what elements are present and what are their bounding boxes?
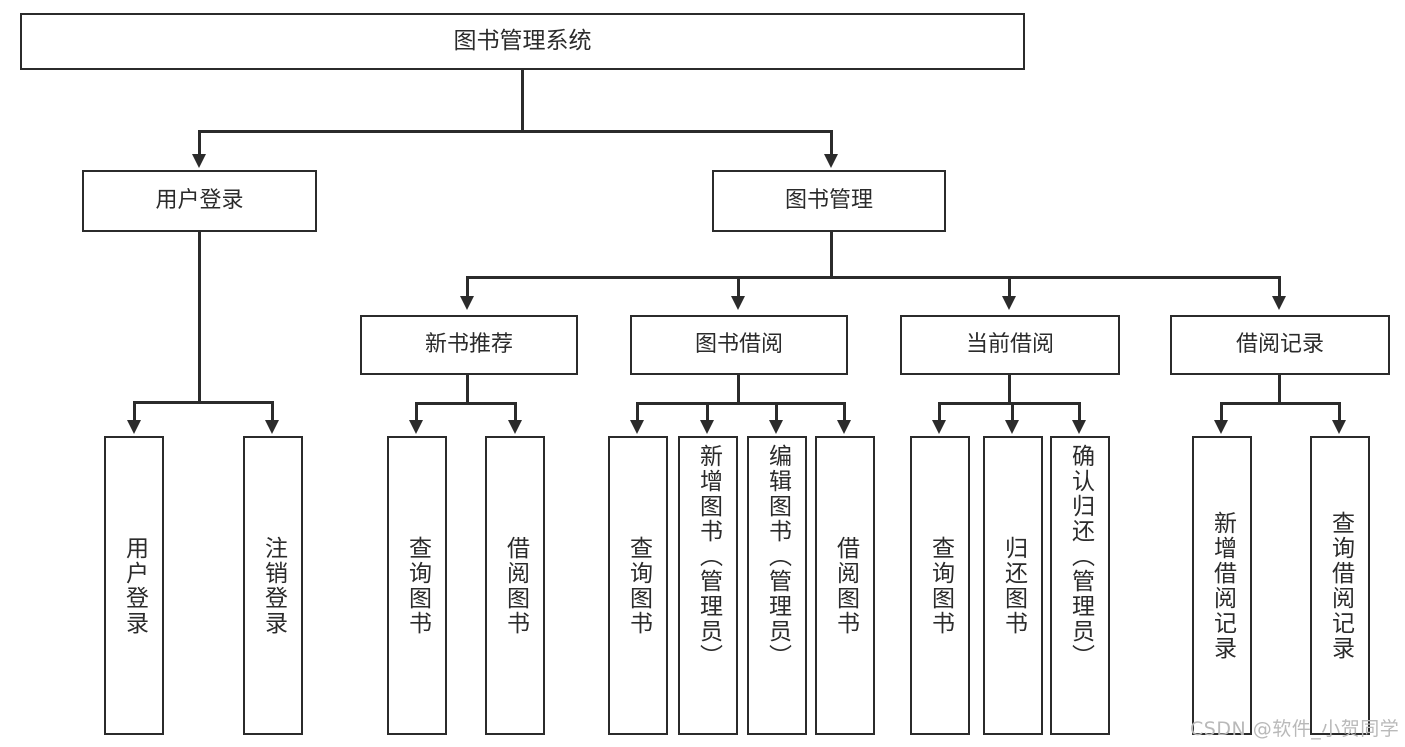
arrow-root-to-user-login (192, 154, 206, 168)
connector-borrow-trunk (737, 375, 740, 402)
node-book-management-label: 图书管理 (784, 188, 873, 214)
arrow-borrow-to-leaf4 (837, 420, 851, 434)
connector-borrow-to-leaf3 (775, 402, 778, 421)
leaf-query-books-new[interactable]: 查询图书 (387, 436, 447, 735)
connector-book-mgmt-to-borrow (737, 276, 740, 297)
connector-borrow-to-leaf2 (706, 402, 709, 421)
connector-current-to-leaf1 (938, 402, 941, 421)
arrow-book-mgmt-to-records (1272, 296, 1286, 310)
arrow-borrow-to-leaf3 (769, 420, 783, 434)
leaf-query-books-new-label: 查询图书 (404, 535, 431, 636)
leaf-edit-book-admin-label: 编辑图书（管理员） (764, 444, 791, 669)
connector-records-to-leaf1 (1220, 402, 1223, 421)
node-book-management[interactable]: 图书管理 (712, 170, 946, 232)
arrow-borrow-to-leaf2 (700, 420, 714, 434)
node-book-borrow-label: 图书借阅 (694, 332, 783, 358)
connector-records-bus (1220, 402, 1340, 405)
node-borrow-records[interactable]: 借阅记录 (1170, 315, 1390, 375)
arrow-new-books-to-leaf2 (508, 420, 522, 434)
leaf-edit-book-admin[interactable]: 编辑图书（管理员） (747, 436, 807, 735)
leaf-query-books-current[interactable]: 查询图书 (910, 436, 970, 735)
arrow-records-to-leaf1 (1214, 420, 1228, 434)
connector-borrow-to-leaf1 (636, 402, 639, 421)
leaf-confirm-return-admin-label: 确认归还（管理员） (1067, 444, 1094, 669)
node-book-borrow[interactable]: 图书借阅 (630, 315, 848, 375)
node-current-borrow[interactable]: 当前借阅 (900, 315, 1120, 375)
leaf-query-books-borrow[interactable]: 查询图书 (608, 436, 668, 735)
leaf-borrow-books-new[interactable]: 借阅图书 (485, 436, 545, 735)
connector-root-to-user-login (198, 130, 201, 156)
connector-records-trunk (1278, 375, 1281, 402)
arrow-new-books-to-leaf1 (409, 420, 423, 434)
leaf-confirm-return-admin[interactable]: 确认归还（管理员） (1050, 436, 1110, 735)
arrow-user-login-to-leaf2 (265, 420, 279, 434)
node-user-login[interactable]: 用户登录 (82, 170, 317, 232)
connector-current-trunk (1008, 375, 1011, 402)
arrow-root-to-book-mgmt (824, 154, 838, 168)
connector-current-bus (938, 402, 1080, 405)
leaf-user-login[interactable]: 用户登录 (104, 436, 164, 735)
arrow-book-mgmt-to-new-books (460, 296, 474, 310)
connector-book-mgmt-bus (466, 276, 1280, 279)
connector-user-login-bus (133, 401, 273, 404)
connector-book-mgmt-trunk (830, 232, 833, 276)
node-root-label: 图书管理系统 (453, 28, 592, 55)
node-new-book-recommend[interactable]: 新书推荐 (360, 315, 578, 375)
arrow-current-to-leaf3 (1072, 420, 1086, 434)
connector-borrow-bus (636, 402, 845, 405)
leaf-add-borrow-record[interactable]: 新增借阅记录 (1192, 436, 1252, 735)
leaf-return-book[interactable]: 归还图书 (983, 436, 1043, 735)
leaf-add-borrow-record-label: 新增借阅记录 (1209, 510, 1236, 661)
leaf-borrow-books-new-label: 借阅图书 (502, 535, 529, 636)
arrow-book-mgmt-to-current (1002, 296, 1016, 310)
arrow-user-login-to-leaf1 (127, 420, 141, 434)
arrow-book-mgmt-to-borrow (731, 296, 745, 310)
connector-new-books-bus (415, 402, 517, 405)
connector-current-to-leaf2 (1011, 402, 1014, 421)
leaf-add-book-admin[interactable]: 新增图书（管理员） (678, 436, 738, 735)
leaf-query-books-borrow-label: 查询图书 (625, 535, 652, 636)
connector-borrow-to-leaf4 (843, 402, 846, 421)
leaf-borrow-book-label: 借阅图书 (832, 535, 859, 636)
connector-root-bus (198, 130, 832, 133)
arrow-records-to-leaf2 (1332, 420, 1346, 434)
connector-root-trunk (521, 70, 524, 130)
leaf-return-book-label: 归还图书 (1000, 535, 1027, 636)
leaf-query-borrow-record-label: 查询借阅记录 (1327, 510, 1354, 661)
node-root-system[interactable]: 图书管理系统 (20, 13, 1025, 70)
leaf-add-book-admin-label: 新增图书（管理员） (695, 444, 722, 669)
node-current-borrow-label: 当前借阅 (965, 332, 1054, 358)
node-borrow-records-label: 借阅记录 (1235, 332, 1324, 358)
connector-records-to-leaf2 (1338, 402, 1341, 421)
connector-current-to-leaf3 (1078, 402, 1081, 421)
node-new-book-recommend-label: 新书推荐 (424, 332, 513, 358)
leaf-borrow-book[interactable]: 借阅图书 (815, 436, 875, 735)
leaf-user-logout-label: 注销登录 (260, 535, 287, 636)
arrow-borrow-to-leaf1 (630, 420, 644, 434)
leaf-query-borrow-record[interactable]: 查询借阅记录 (1310, 436, 1370, 735)
arrow-current-to-leaf2 (1005, 420, 1019, 434)
leaf-user-login-label: 用户登录 (121, 535, 148, 636)
connector-user-login-to-leaf2 (271, 401, 274, 421)
csdn-watermark: CSDN @软件_小贺同学 (1190, 718, 1400, 740)
connector-root-to-book-mgmt (830, 130, 833, 156)
leaf-query-books-current-label: 查询图书 (927, 535, 954, 636)
arrow-current-to-leaf1 (932, 420, 946, 434)
connector-new-books-trunk (466, 375, 469, 402)
connector-user-login-to-leaf1 (133, 401, 136, 421)
connector-book-mgmt-to-current (1008, 276, 1011, 297)
connector-new-books-to-leaf1 (415, 402, 418, 421)
connector-book-mgmt-to-new-books (466, 276, 469, 297)
connector-user-login-trunk (198, 232, 201, 401)
connector-book-mgmt-to-records (1278, 276, 1281, 297)
leaf-user-logout[interactable]: 注销登录 (243, 436, 303, 735)
connector-new-books-to-leaf2 (514, 402, 517, 421)
node-user-login-label: 用户登录 (155, 188, 244, 214)
